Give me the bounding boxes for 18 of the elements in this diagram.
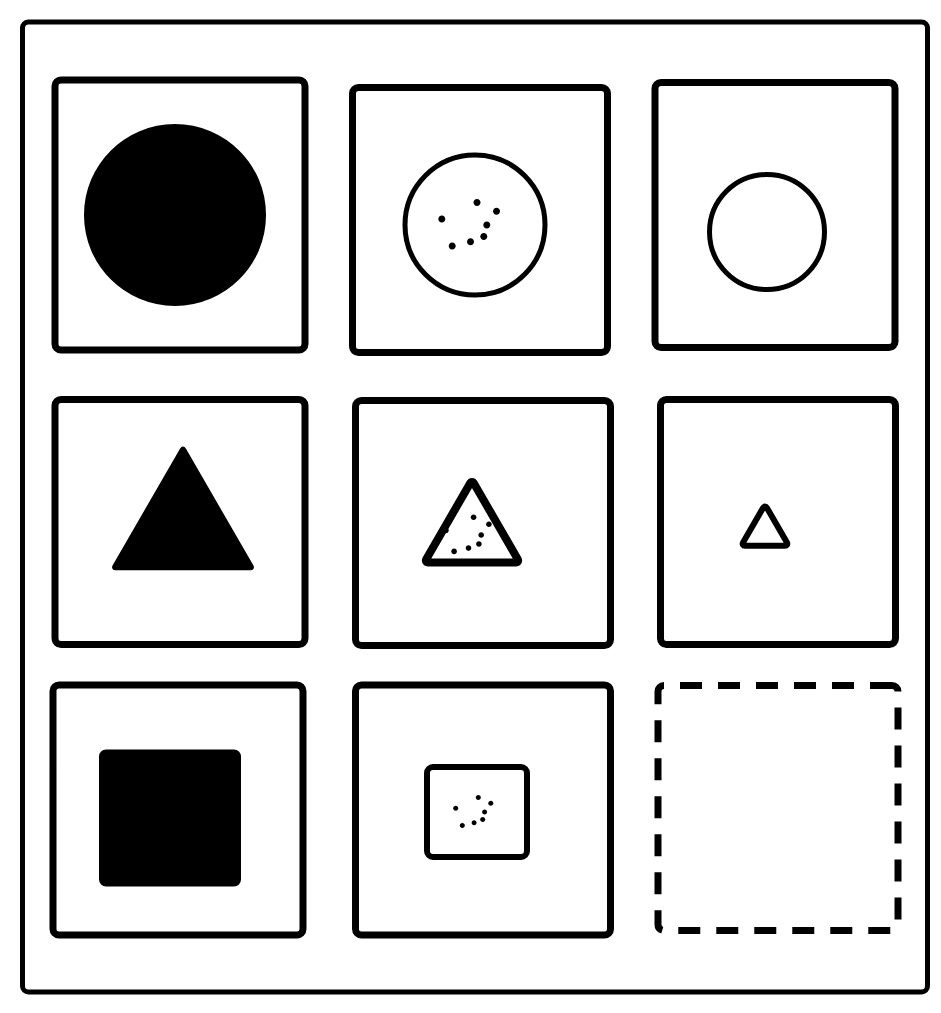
grid-cell [657, 396, 899, 648]
triangle [739, 503, 791, 549]
puzzle-frame [20, 19, 930, 995]
square [99, 749, 241, 887]
grid-cell [349, 84, 611, 356]
speckled-square [424, 764, 530, 860]
grid-cell [49, 681, 307, 939]
speckled-circle [402, 152, 548, 298]
grid-cell [651, 79, 899, 351]
grid-cell [51, 396, 309, 648]
empty-cell [654, 682, 902, 934]
speckled-triangle [421, 478, 523, 567]
triangle [112, 446, 254, 571]
circle [707, 172, 827, 292]
grid-cell [352, 681, 614, 939]
grid-cell [51, 76, 309, 354]
grid-cell [352, 397, 614, 649]
circle [84, 124, 266, 306]
